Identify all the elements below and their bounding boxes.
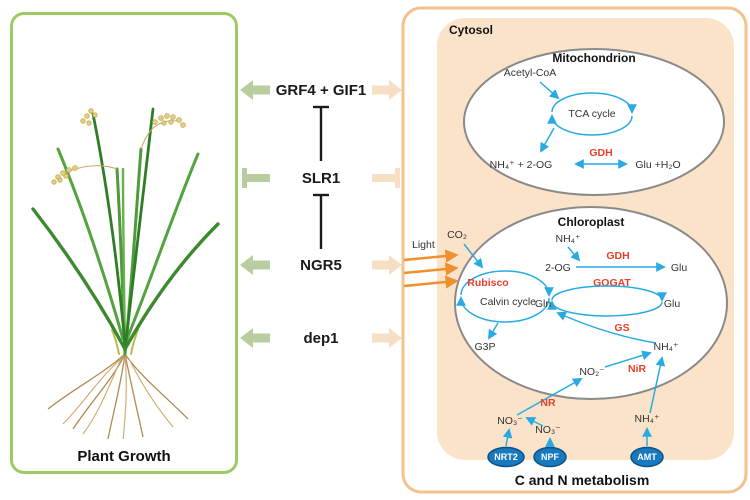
activation-arrow-to-metabolism-icon: [372, 328, 402, 348]
regulator-row-ngr5: NGR5: [240, 252, 402, 278]
transporter-uptake-arrows: [502, 427, 652, 447]
plant-growth-panel: Plant Growth: [10, 12, 238, 474]
nh4-to-gdh-arrow: [567, 246, 581, 262]
nh4-bottom-label: NH₄⁺: [635, 413, 660, 425]
chloroplast-membrane: [454, 206, 728, 400]
tca-cycle-arrows: [539, 81, 637, 153]
nh4-stroma-label: NH₄⁺: [654, 341, 679, 353]
gdh-chloro-label: GDH: [606, 250, 629, 262]
inhibition-connector-slr1-grf4: [313, 105, 329, 161]
plant-stems-leaves: [31, 107, 220, 356]
metabolism-title: C and N metabolism: [515, 472, 650, 488]
transporter-amt-label: AMT: [637, 452, 657, 462]
regulator-row-slr1: SLR1: [240, 165, 402, 191]
metabolism-panel: Cytosol Light Mitochondrion Acetyl-CoA T…: [401, 6, 748, 494]
calvin-cycle-label: Calvin cycle: [480, 296, 536, 308]
gln-label: Gln: [535, 298, 552, 310]
regulator-label-grf4-gif1: GRF4 + GIF1: [275, 81, 367, 99]
plant-illustration: [31, 107, 220, 439]
regulator-row-dep1: dep1: [240, 325, 402, 351]
mitochondrion-membrane: [463, 48, 725, 196]
gogat-cycle-arrows: [547, 285, 667, 317]
no2-label: NO₂⁻: [579, 366, 605, 378]
nr-arrow: [516, 378, 583, 416]
nh4-import-arrow: [649, 356, 666, 414]
light-arrows-icon: [403, 249, 459, 289]
regulator-label-ngr5: NGR5: [300, 256, 342, 274]
glu-right-label: Glu: [664, 298, 681, 310]
activation-arrow-to-plant-icon: [240, 80, 270, 100]
mitochondrion-title: Mitochondrion: [552, 51, 635, 65]
nir-label: NiR: [628, 363, 647, 375]
activation-arrow-to-metabolism-icon: [372, 255, 402, 275]
cytosol-label: Cytosol: [449, 23, 493, 37]
gs-label: GS: [614, 322, 629, 334]
activation-arrow-to-metabolism-icon: [372, 80, 402, 100]
tca-cycle-label: TCA cycle: [568, 108, 615, 120]
transporter-nrt2: NRT2: [487, 446, 525, 468]
mito-substrates-label: NH₄⁺ + 2-OG: [490, 159, 553, 171]
nir-arrow: [604, 350, 652, 368]
activation-arrow-to-plant-icon: [240, 255, 270, 275]
plant-growth-title: Plant Growth: [77, 448, 171, 465]
nh4-top-label: NH₄⁺: [556, 233, 581, 245]
transporter-npf-label: NPF: [541, 452, 560, 462]
chloroplast-title: Chloroplast: [558, 215, 625, 229]
rubisco-label: Rubisco: [467, 277, 508, 289]
regulator-row-grf4-gif1: GRF4 + GIF1: [240, 77, 402, 103]
acetyl-coa-label: Acetyl-CoA: [504, 67, 557, 79]
regulator-label-slr1: SLR1: [301, 169, 341, 187]
regulator-label-dep1: dep1: [303, 329, 339, 347]
inhibition-connector-ngr5-slr1: [313, 193, 329, 249]
inhibition-bar-to-metabolism-icon: [372, 168, 400, 188]
calvin-cycle-arrows: [456, 270, 554, 340]
transporter-npf: NPF: [533, 446, 567, 468]
co2-arrow: [463, 243, 484, 269]
plant-panicles: [51, 108, 186, 185]
mito-products-label: Glu +H₂O: [635, 159, 680, 171]
no3-left-label: NO₃⁻: [497, 415, 523, 427]
inhibition-bar-to-plant-icon: [242, 168, 270, 188]
co2-label: CO₂: [447, 229, 467, 241]
plant-roots: [47, 353, 189, 439]
nr-label: NR: [540, 397, 556, 409]
g3p-label: G3P: [474, 341, 495, 353]
light-label: Light: [412, 239, 435, 251]
no3-merge-arrow: [525, 417, 544, 427]
no3-mid-label: NO₃⁻: [535, 424, 561, 436]
glu-from-gdh-label: Glu: [671, 262, 688, 274]
activation-arrow-to-plant-icon: [240, 328, 270, 348]
gdh-mito-label: GDH: [589, 147, 612, 159]
transporter-amt: AMT: [630, 446, 664, 468]
transporter-nrt2-label: NRT2: [494, 452, 518, 462]
two-og-label: 2-OG: [545, 262, 571, 274]
gs-arrow: [556, 311, 657, 344]
